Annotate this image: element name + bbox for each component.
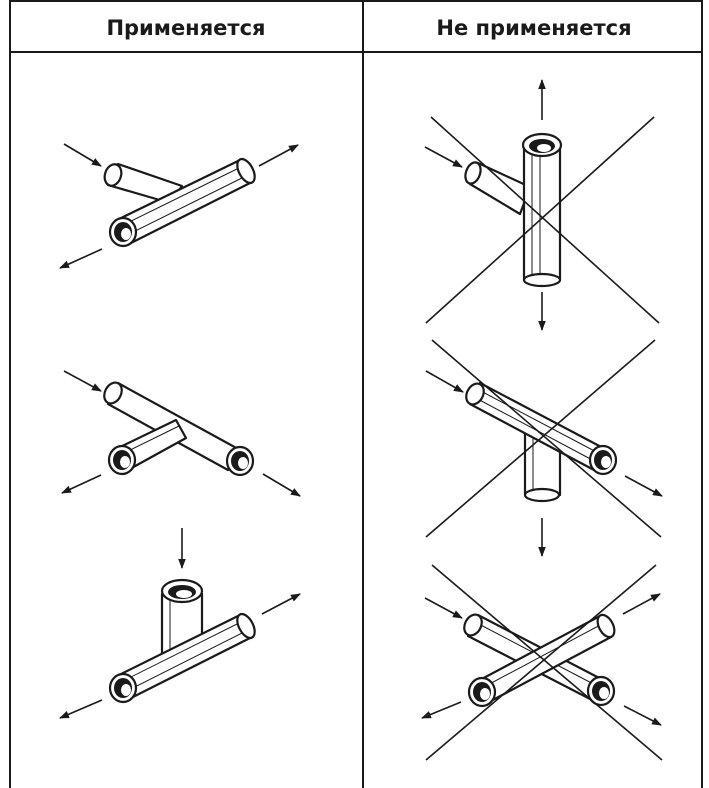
cross-out-mark	[425, 339, 662, 538]
tee-fitting-applicable	[108, 578, 256, 704]
tee-fitting-not-applicable	[465, 381, 618, 503]
col-right-header: Не применяется	[436, 16, 631, 40]
cross-fitting-not-applicable	[463, 613, 616, 708]
flow-arrows	[421, 593, 662, 726]
flow-arrows	[59, 143, 299, 269]
cross-out-mark	[425, 116, 660, 324]
flow-arrows	[61, 370, 301, 497]
flow-arrows	[425, 370, 663, 557]
cross-out-mark	[425, 564, 663, 761]
tee-fitting-applicable	[103, 381, 255, 477]
tee-fitting-applicable	[103, 157, 256, 248]
col-left-header: Применяется	[106, 16, 265, 40]
table-grid	[9, 0, 703, 788]
flow-arrows	[424, 79, 546, 331]
flow-arrows	[59, 528, 301, 719]
tee-fitting-not-applicable	[464, 132, 563, 288]
